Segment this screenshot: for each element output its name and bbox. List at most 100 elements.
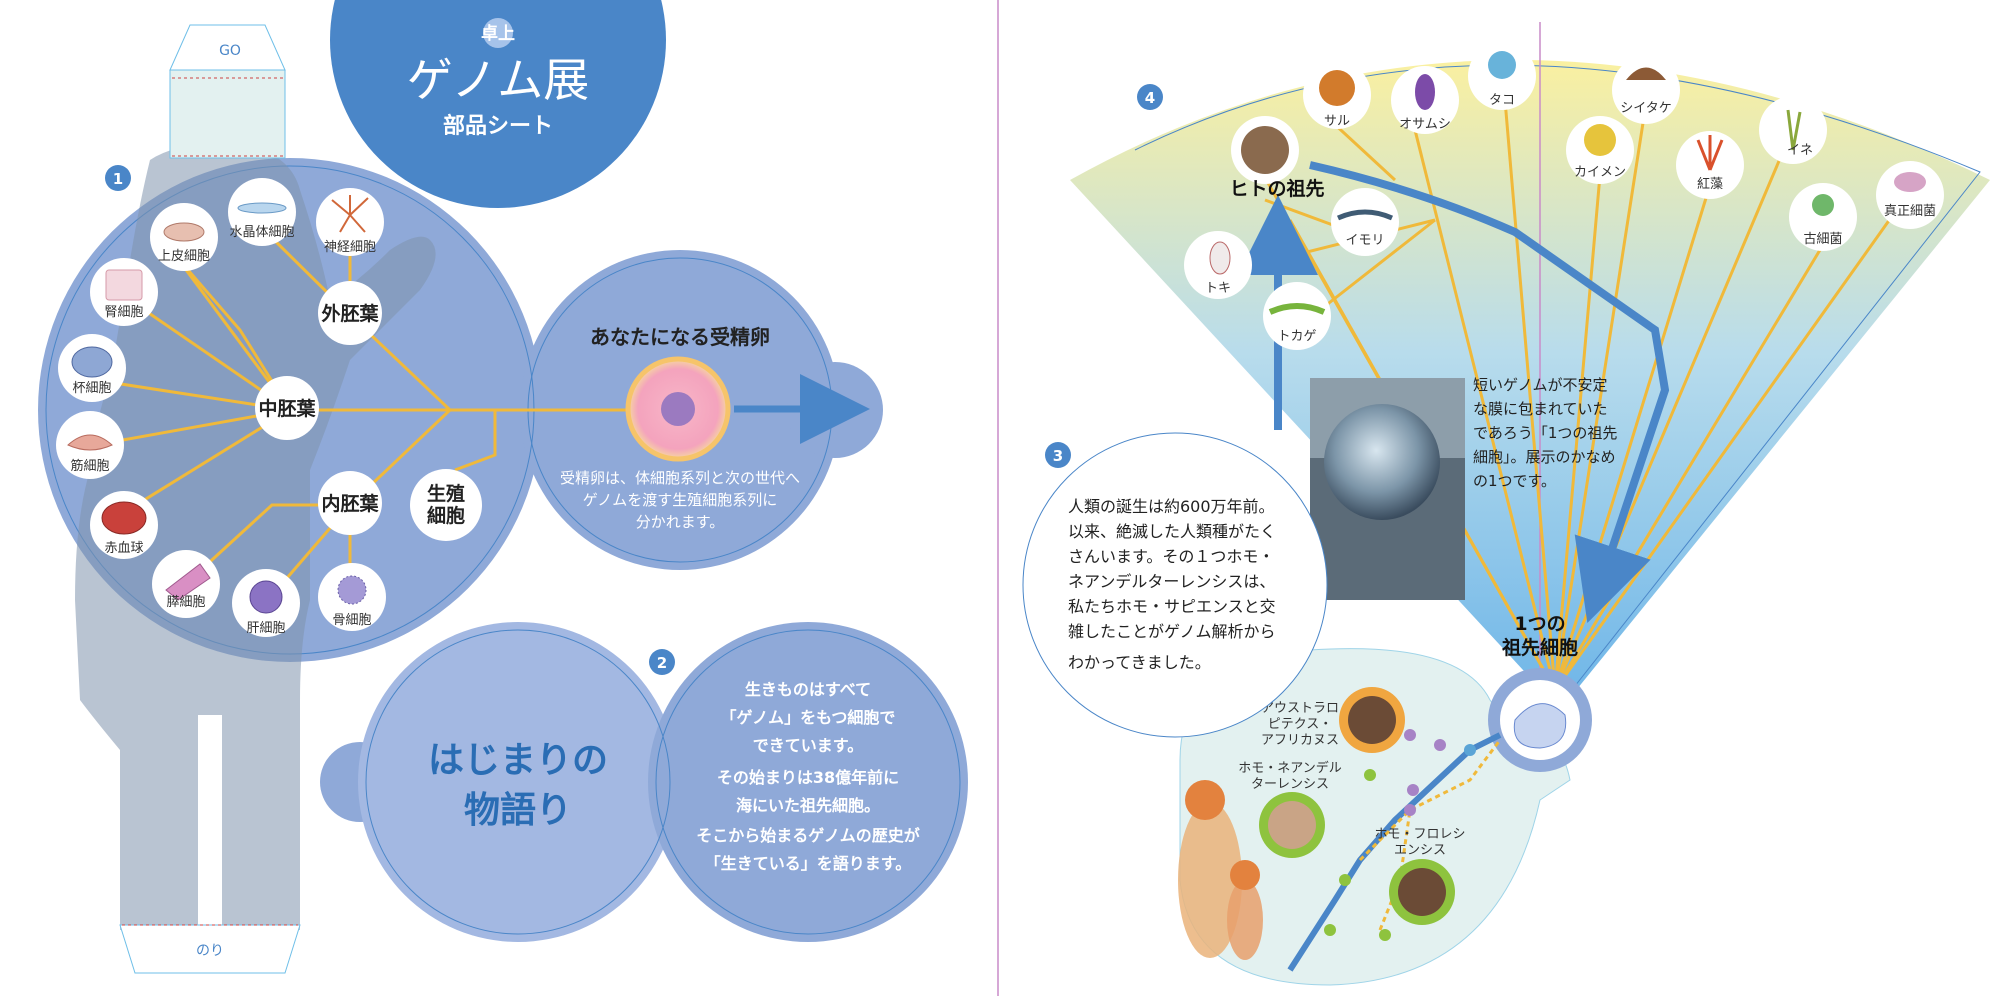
rice-icon xyxy=(1786,109,1802,151)
cell-kidney: 腎細胞 xyxy=(90,258,158,326)
tree-fan xyxy=(1070,22,1990,710)
human-panel: アウストラロ ピテクス・ アフリカヌス ホモ・ネアンデル ターレンシス ホモ・フ… xyxy=(1178,648,1592,986)
sponge-label: カイメン xyxy=(1574,165,1626,180)
story-line-3: できています。 xyxy=(753,736,863,755)
cell-liver-label: 肝細胞 xyxy=(246,621,285,636)
svg-text:2: 2 xyxy=(657,654,667,672)
human-text-4: ネアンデルターレンシスは、 xyxy=(1068,572,1275,591)
ancestral-label-1: 1つの xyxy=(1514,613,1565,635)
node-ectoderm xyxy=(318,281,382,345)
australo-label-2: ピテクス・ xyxy=(1268,717,1333,732)
org-archaea: 古細菌 xyxy=(1789,183,1857,251)
human-text-3: さんいます。その１つホモ・ xyxy=(1068,547,1274,566)
newt-icon xyxy=(1336,209,1394,221)
sapiens-figure-icon xyxy=(1178,802,1242,958)
neander-label-2: ターレンシス xyxy=(1251,777,1329,792)
cell-epithelial-label: 上皮細胞 xyxy=(158,249,210,264)
svg-text:4: 4 xyxy=(1145,89,1155,107)
ancestral-label-2: 祖先細胞 xyxy=(1501,636,1578,659)
node-endoderm-label: 内胚葉 xyxy=(321,492,379,515)
story-left-outline xyxy=(365,629,671,935)
cell-pancreas: 膵細胞 xyxy=(152,550,220,618)
node-mesoderm-label: 中胚葉 xyxy=(258,397,316,420)
rice-label: イネ xyxy=(1787,143,1813,158)
neander-face-icon xyxy=(1268,801,1316,849)
ancestral-cell: 1つの 祖先細胞 xyxy=(1501,613,1578,659)
human-text-1: 人類の誕生は約600万年前。 xyxy=(1068,497,1275,516)
header-kanji-badge xyxy=(483,18,513,48)
ancestor-face-icon xyxy=(1241,126,1289,174)
egg-title: あなたになる受精卵 xyxy=(590,325,770,349)
organisms: ヒトの祖先 サル オサムシ タコ シイタケ カイメン xyxy=(1184,42,1944,350)
monkey-label: サル xyxy=(1324,114,1350,129)
epithelial-icon xyxy=(163,222,205,242)
cell-goblet-label: 杯細胞 xyxy=(72,381,111,396)
cell-nerve-label: 神経細胞 xyxy=(324,240,376,255)
beetle-label: オサムシ xyxy=(1399,117,1451,132)
svg-text:1: 1 xyxy=(113,170,123,188)
sapiens-illustration xyxy=(1178,780,1263,960)
kidney-icon xyxy=(105,269,143,301)
eukaryote-icon xyxy=(1894,172,1926,192)
tab-bottom-trap xyxy=(119,924,301,974)
org-rice: イネ xyxy=(1759,96,1827,164)
org-human-ancestor: ヒトの祖先 xyxy=(1229,116,1325,200)
egg-desc-3: 分かれます。 xyxy=(636,513,725,531)
redalgae-label: 紅藻 xyxy=(1697,177,1723,192)
goblet-icon xyxy=(71,346,113,378)
ancestral-cell-icon xyxy=(1513,703,1567,749)
archaea-label: 古細菌 xyxy=(1803,232,1842,247)
story-title-2: 物語り xyxy=(464,790,572,831)
human-lines xyxy=(1287,729,1502,972)
svg-text:3: 3 xyxy=(1053,447,1063,465)
header-subtitle: 部品シート xyxy=(443,113,553,139)
photo-text-2: な膜に包まれていた xyxy=(1473,400,1608,418)
egg-section: あなたになる受精卵 受精卵は、体細胞系列と次の世代へ ゲノムを渡す生殖細胞系列に… xyxy=(560,325,870,531)
photo-text-4: 細胞」。展示のかなめ xyxy=(1473,448,1616,466)
story-title-1: はじまりの xyxy=(428,740,608,781)
org-ibis: トキ xyxy=(1184,231,1252,299)
cell-epithelial: 上皮細胞 xyxy=(150,203,218,271)
marker-1: 1 xyxy=(105,165,131,191)
cell-pancreas-label: 膵細胞 xyxy=(166,595,205,610)
cell-rbc-label: 赤血球 xyxy=(104,541,143,556)
sponge-icon xyxy=(1584,124,1616,156)
tab-top-trap xyxy=(169,24,286,71)
org-beetle: オサムシ xyxy=(1391,66,1459,134)
node-germ-label-2: 細胞 xyxy=(427,504,465,527)
lizard-icon xyxy=(1268,303,1326,315)
cell-muscle: 筋細胞 xyxy=(56,411,124,479)
cell-bone: 骨細胞 xyxy=(318,563,386,631)
muscle-icon xyxy=(67,434,113,451)
org-redalgae: 紅藻 xyxy=(1676,131,1744,199)
cell-lens: 水晶体細胞 xyxy=(228,178,296,246)
story-line-4: その始まりは38億年前に xyxy=(717,768,899,787)
cell-rbc: 赤血球 xyxy=(90,491,158,559)
egg-desc-2: ゲノムを渡す生殖細胞系列に xyxy=(583,491,778,509)
node-germ-label-1: 生殖 xyxy=(427,482,465,505)
human-text-6: 雑したことがゲノム解析から xyxy=(1068,622,1276,641)
header-kanji-small: 卓上 xyxy=(481,23,515,44)
story-line-5: 海にいた祖先細胞。 xyxy=(736,796,880,815)
cell-muscle-label: 筋細胞 xyxy=(70,458,109,474)
header: 卓上 ゲノム展 部品シート xyxy=(330,0,666,208)
cell-lens-label: 水晶体細胞 xyxy=(229,225,294,240)
story-line-1: 生きものはすべて xyxy=(745,680,871,699)
species-australo: アウストラロ ピテクス・ アフリカヌス xyxy=(1261,687,1405,753)
story-left-circle xyxy=(358,622,678,942)
cell-kidney-label: 腎細胞 xyxy=(104,305,143,320)
photo-text-3: であろう「1つの祖先 xyxy=(1473,424,1617,442)
main-lineage-path xyxy=(1309,161,1670,623)
org-shiitake: シイタケ xyxy=(1612,56,1680,124)
neander-label-1: ホモ・ネアンデル xyxy=(1238,760,1341,776)
org-newt: イモリ xyxy=(1331,188,1399,256)
fan-outline xyxy=(1134,64,1981,706)
story-right-circle xyxy=(648,622,968,942)
pancreas-icon xyxy=(165,563,211,601)
species-flores: ホモ・フロレシ エンシス xyxy=(1374,827,1466,925)
node-ectoderm-label: 外胚葉 xyxy=(321,302,379,325)
story-right-outline xyxy=(655,629,961,935)
germ-layers: 外胚葉 中胚葉 内胚葉 生殖 細胞 xyxy=(255,281,482,541)
flores-label-2: エンシス xyxy=(1394,843,1446,858)
